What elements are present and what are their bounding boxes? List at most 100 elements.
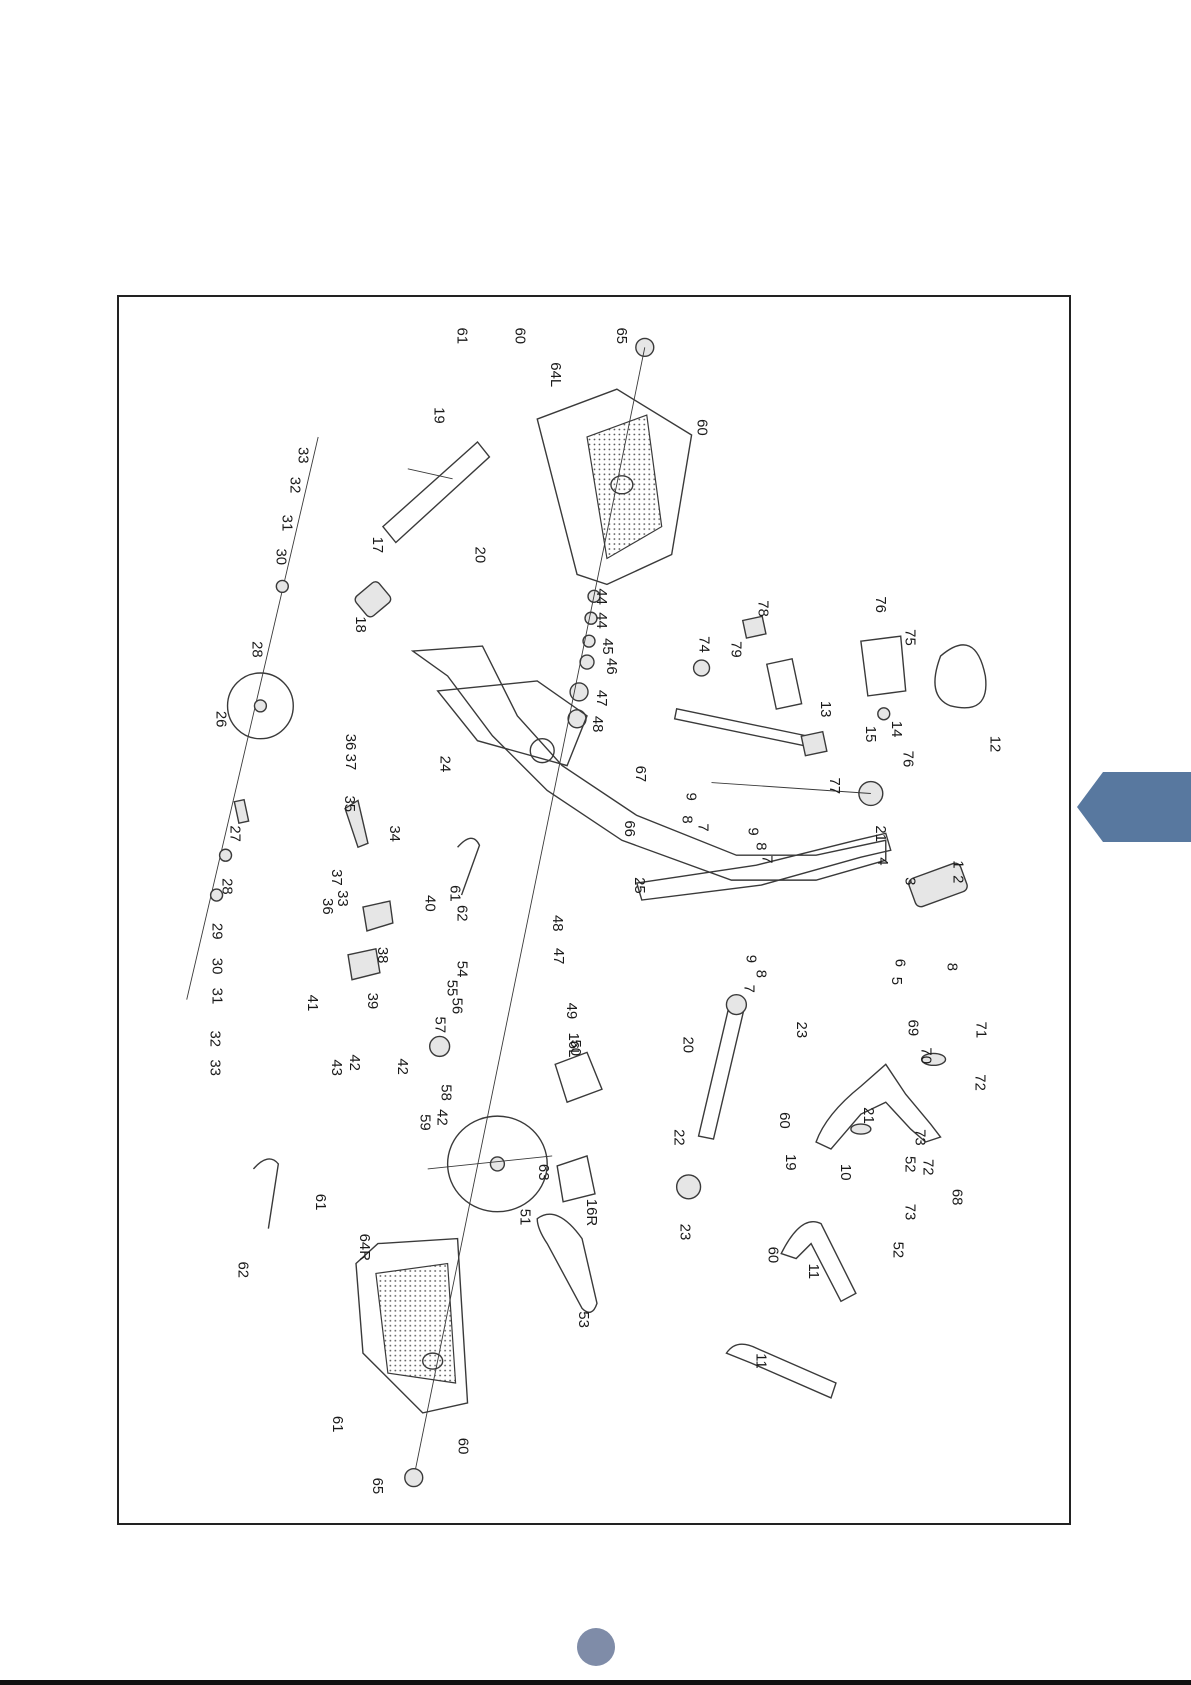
seat-post xyxy=(697,1003,746,1140)
cover-right-hole xyxy=(422,1352,444,1370)
callout-35: 35 xyxy=(341,795,358,812)
cover-left-mesh xyxy=(586,414,663,560)
callout-20-1: 20 xyxy=(471,547,488,564)
seat-shape xyxy=(934,644,987,709)
callout-8-1: 8 xyxy=(679,815,696,823)
callout-33-3: 33 xyxy=(334,890,351,907)
callout-11-2: 11 xyxy=(752,1353,769,1369)
handlebar-section-upper xyxy=(780,1221,857,1303)
callout-7-3: 7 xyxy=(740,985,757,993)
callout-37-2: 37 xyxy=(328,869,345,886)
callout-16r: 16R xyxy=(583,1199,600,1227)
end-plug-78 xyxy=(741,615,767,639)
callout-66: 66 xyxy=(621,820,638,837)
callout-19-2: 19 xyxy=(782,1154,799,1171)
handlebar-main xyxy=(815,1063,942,1150)
callout-21-2: 21 xyxy=(860,1107,877,1124)
callout-72-1: 72 xyxy=(971,1074,988,1091)
sensor-wire-lower xyxy=(252,1158,280,1229)
main-frame-bracket xyxy=(436,680,588,767)
callout-60-5: 60 xyxy=(455,1438,472,1455)
callout-25: 25 xyxy=(631,877,648,894)
callout-49: 49 xyxy=(563,1003,580,1020)
callout-73-2: 73 xyxy=(902,1204,919,1221)
callout-38: 38 xyxy=(374,947,391,964)
callout-32-1: 32 xyxy=(286,477,303,494)
callout-60-3: 60 xyxy=(776,1112,793,1129)
page-number-dot xyxy=(577,1628,615,1666)
knob-76 xyxy=(877,707,891,721)
callout-4: 4 xyxy=(874,857,891,865)
callout-63: 63 xyxy=(535,1164,552,1181)
callout-65-1: 65 xyxy=(613,327,630,344)
bearing-46 xyxy=(579,654,595,670)
magnet-bracket-34 xyxy=(344,799,369,849)
callout-46: 46 xyxy=(603,658,620,675)
spring-27 xyxy=(233,798,250,824)
callout-24: 24 xyxy=(437,756,454,773)
callout-74: 74 xyxy=(696,636,713,653)
callout-65-2: 65 xyxy=(369,1478,386,1495)
callout-3: 3 xyxy=(902,877,919,885)
callout-31-1: 31 xyxy=(278,515,295,532)
callout-69: 69 xyxy=(905,1020,922,1037)
section-tab xyxy=(1077,772,1191,842)
part-drawings xyxy=(186,337,987,1488)
drive-belt xyxy=(536,1213,598,1313)
callout-64l: 64L xyxy=(547,362,564,387)
callout-59: 59 xyxy=(417,1114,434,1131)
end-plug-77 xyxy=(800,730,828,757)
cover-right-shape xyxy=(355,1237,469,1414)
drive-pulley xyxy=(446,1115,548,1213)
seat-tube-sleeve xyxy=(354,581,392,618)
callout-6: 6 xyxy=(892,959,909,967)
bearing-28-upper xyxy=(275,579,289,594)
callout-75: 75 xyxy=(902,629,919,646)
callout-7-2: 7 xyxy=(758,855,775,863)
callout-18: 18 xyxy=(352,616,369,633)
end-cap-upper xyxy=(635,337,655,358)
seat-post-cap-top xyxy=(725,993,748,1016)
callout-61-2: 61 xyxy=(447,885,464,902)
callout-40: 40 xyxy=(422,895,439,912)
seat-post-cap-bottom xyxy=(675,1174,702,1200)
callout-58: 58 xyxy=(438,1084,455,1101)
callout-70: 70 xyxy=(918,1047,935,1064)
callout-51: 51 xyxy=(516,1209,533,1226)
pedal-right xyxy=(556,1155,596,1203)
callout-37-1: 37 xyxy=(342,754,359,771)
callout-26: 26 xyxy=(213,711,230,728)
callout-23-2: 23 xyxy=(677,1224,694,1241)
callout-44-2: 44 xyxy=(593,612,610,629)
callout-7-1: 7 xyxy=(695,823,712,831)
callout-11-1: 11 xyxy=(805,1264,822,1280)
callout-19-1: 19 xyxy=(431,407,448,424)
callout-42-3: 42 xyxy=(434,1109,451,1126)
callout-14: 14 xyxy=(888,721,905,738)
callout-22: 22 xyxy=(671,1129,688,1146)
callout-36-2: 36 xyxy=(319,898,336,915)
callout-39: 39 xyxy=(364,993,381,1010)
callout-55: 55 xyxy=(444,980,461,997)
callout-10: 10 xyxy=(837,1164,854,1181)
callout-62-1: 62 xyxy=(454,905,471,922)
callout-12: 12 xyxy=(986,736,1003,753)
end-cap-lower xyxy=(404,1467,424,1488)
callout-53: 53 xyxy=(575,1311,592,1328)
callout-28-2: 28 xyxy=(219,878,236,895)
exploded-view-svg: 12345677788889991011111213141516L16R1718… xyxy=(186,327,1003,1495)
callout-77: 77 xyxy=(826,778,843,795)
callout-41: 41 xyxy=(304,995,321,1012)
callout-28-1: 28 xyxy=(248,641,265,658)
callout-60-2: 60 xyxy=(694,419,711,436)
callout-13: 13 xyxy=(817,701,834,718)
flywheel-outer xyxy=(226,672,294,740)
callout-61-4: 61 xyxy=(329,1416,346,1433)
callout-79: 79 xyxy=(727,641,744,658)
cover-right-mesh xyxy=(375,1262,457,1384)
callout-33-2: 33 xyxy=(207,1059,224,1076)
handlebar-section-lower xyxy=(725,1343,837,1399)
callout-44-1: 44 xyxy=(593,588,610,605)
bearing-47 xyxy=(569,682,589,702)
